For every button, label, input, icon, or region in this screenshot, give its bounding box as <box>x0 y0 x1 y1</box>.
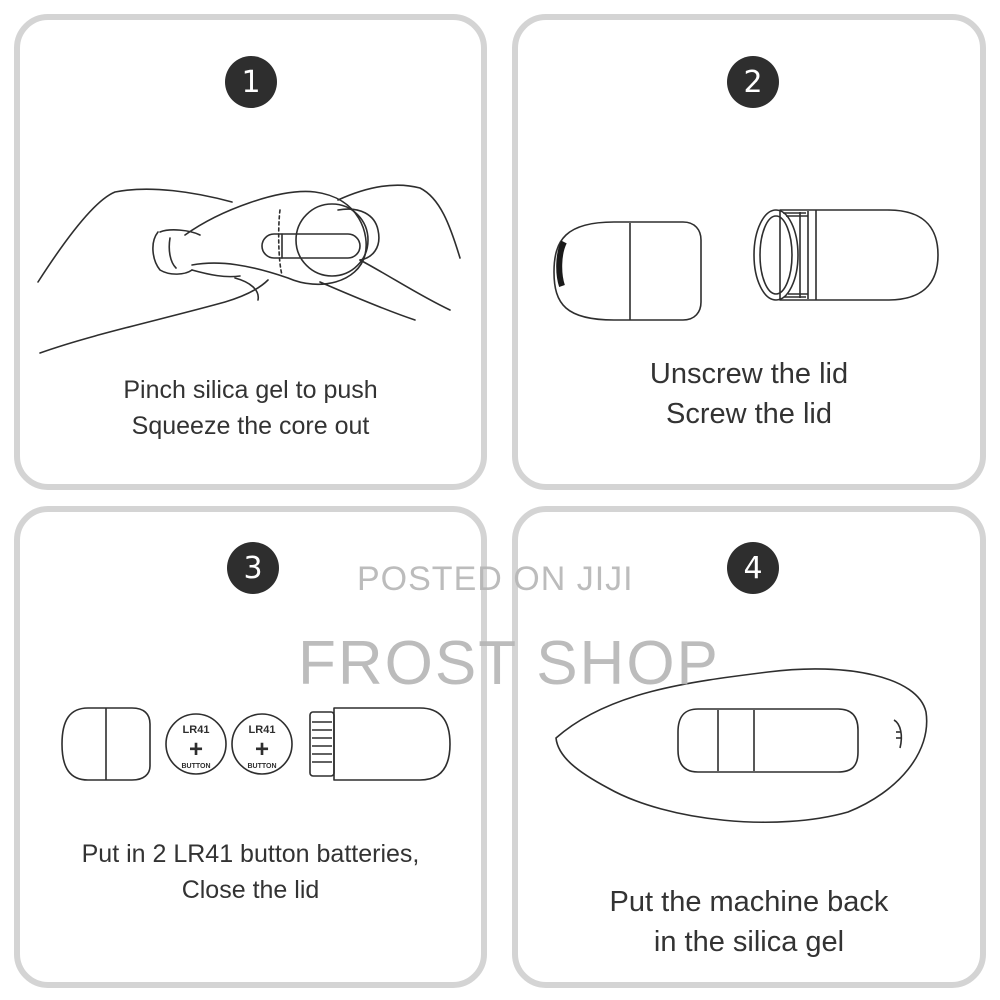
watermark-shop-name: FROST SHOP <box>298 629 720 698</box>
caption-line: Close the lid <box>181 876 320 904</box>
battery-1-label-top: LR41 <box>183 724 210 736</box>
step-4-panel: 4 Put the machine back in the silica gel <box>512 506 986 988</box>
battery-2-label-bottom: BUTTON <box>247 763 276 770</box>
caption-line: in the silica gel <box>653 926 845 958</box>
capsule-unscrew-illustration <box>553 209 939 321</box>
battery-2-label-top: LR41 <box>249 724 276 736</box>
step-2-caption: Unscrew the lid Screw the lid <box>518 354 980 434</box>
caption-line: Squeeze the core out <box>131 412 370 440</box>
battery-1-label-bottom: BUTTON <box>181 763 210 770</box>
caption-line: Unscrew the lid <box>649 358 849 390</box>
caption-line: Screw the lid <box>665 398 832 430</box>
battery-2-plus: + <box>255 736 269 763</box>
silica-gel-assembly-illustration <box>555 668 928 823</box>
step-3-caption: Put in 2 LR41 button batteries, Close th… <box>20 836 481 908</box>
caption-line: Put the machine back <box>609 886 889 918</box>
step-number-badge: 3 <box>227 542 279 594</box>
step-2-panel: 2 Unscrew the lid Screw the lid <box>512 14 986 490</box>
step-1-panel: 1 Pinch silica gel to push <box>14 14 487 490</box>
step-number-badge: 1 <box>225 56 277 108</box>
battery-1-plus: + <box>189 736 203 763</box>
hands-pinching-illustration <box>37 184 461 354</box>
step-number-badge: 2 <box>727 56 779 108</box>
caption-line: Put in 2 LR41 button batteries, <box>81 840 420 868</box>
battery-insert-illustration: LR41 + BUTTON LR41 + BUTTON <box>61 707 451 781</box>
step-number-badge: 4 <box>727 542 779 594</box>
watermark-posted-on: POSTED ON JIJI <box>357 560 634 598</box>
caption-line: Pinch silica gel to push <box>123 376 378 404</box>
step-4-caption: Put the machine back in the silica gel <box>518 882 980 962</box>
step-1-caption: Pinch silica gel to push Squeeze the cor… <box>20 372 481 444</box>
step-3-panel: 3 LR41 + BUTTON LR41 + BUTTON <box>14 506 487 988</box>
